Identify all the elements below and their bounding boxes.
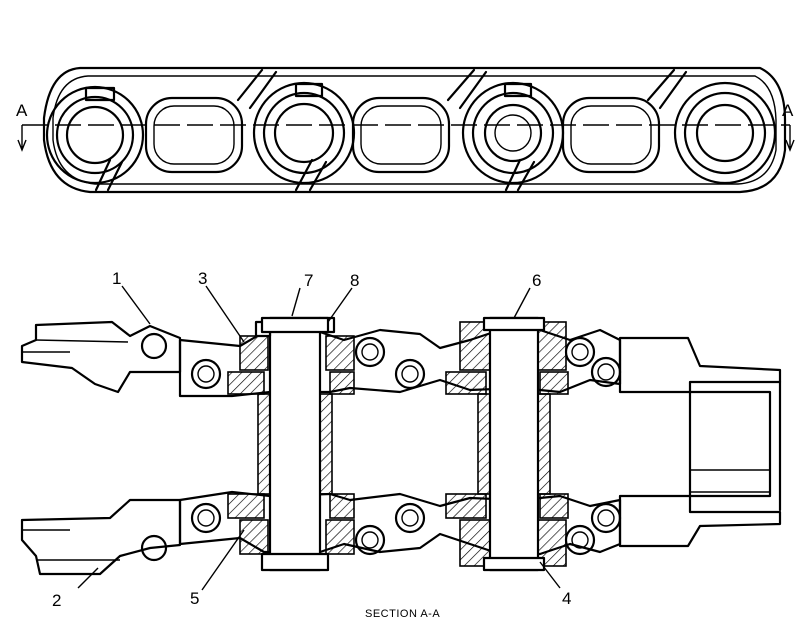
- callout-1: 1: [112, 269, 121, 288]
- leader-lines: [77, 285, 561, 591]
- boss-1: [45, 85, 145, 185]
- callout-8: 8: [350, 271, 359, 290]
- chain-top-view: A A: [16, 66, 795, 194]
- pin-2-bushing: [445, 321, 569, 567]
- section-view: 1 2 3 4 5 6 7 8 SECTION A-A: [20, 269, 782, 620]
- callout-7: 7: [304, 271, 313, 290]
- pin-1-bushing: [227, 335, 355, 555]
- section-mark-left: A: [16, 101, 28, 120]
- section-caption: SECTION A-A: [365, 608, 440, 620]
- boss-4: [673, 81, 777, 185]
- boss-2: [252, 81, 356, 185]
- boss-3: [461, 81, 565, 185]
- callout-6: 6: [532, 271, 541, 290]
- callout-4: 4: [562, 589, 571, 608]
- link-holes: [140, 332, 622, 562]
- pin-1: [254, 316, 336, 572]
- callout-5: 5: [190, 589, 199, 608]
- pin-2: [482, 316, 546, 572]
- callout-2: 2: [52, 591, 61, 610]
- callout-3: 3: [198, 269, 207, 288]
- section-mark-right: A: [782, 101, 794, 120]
